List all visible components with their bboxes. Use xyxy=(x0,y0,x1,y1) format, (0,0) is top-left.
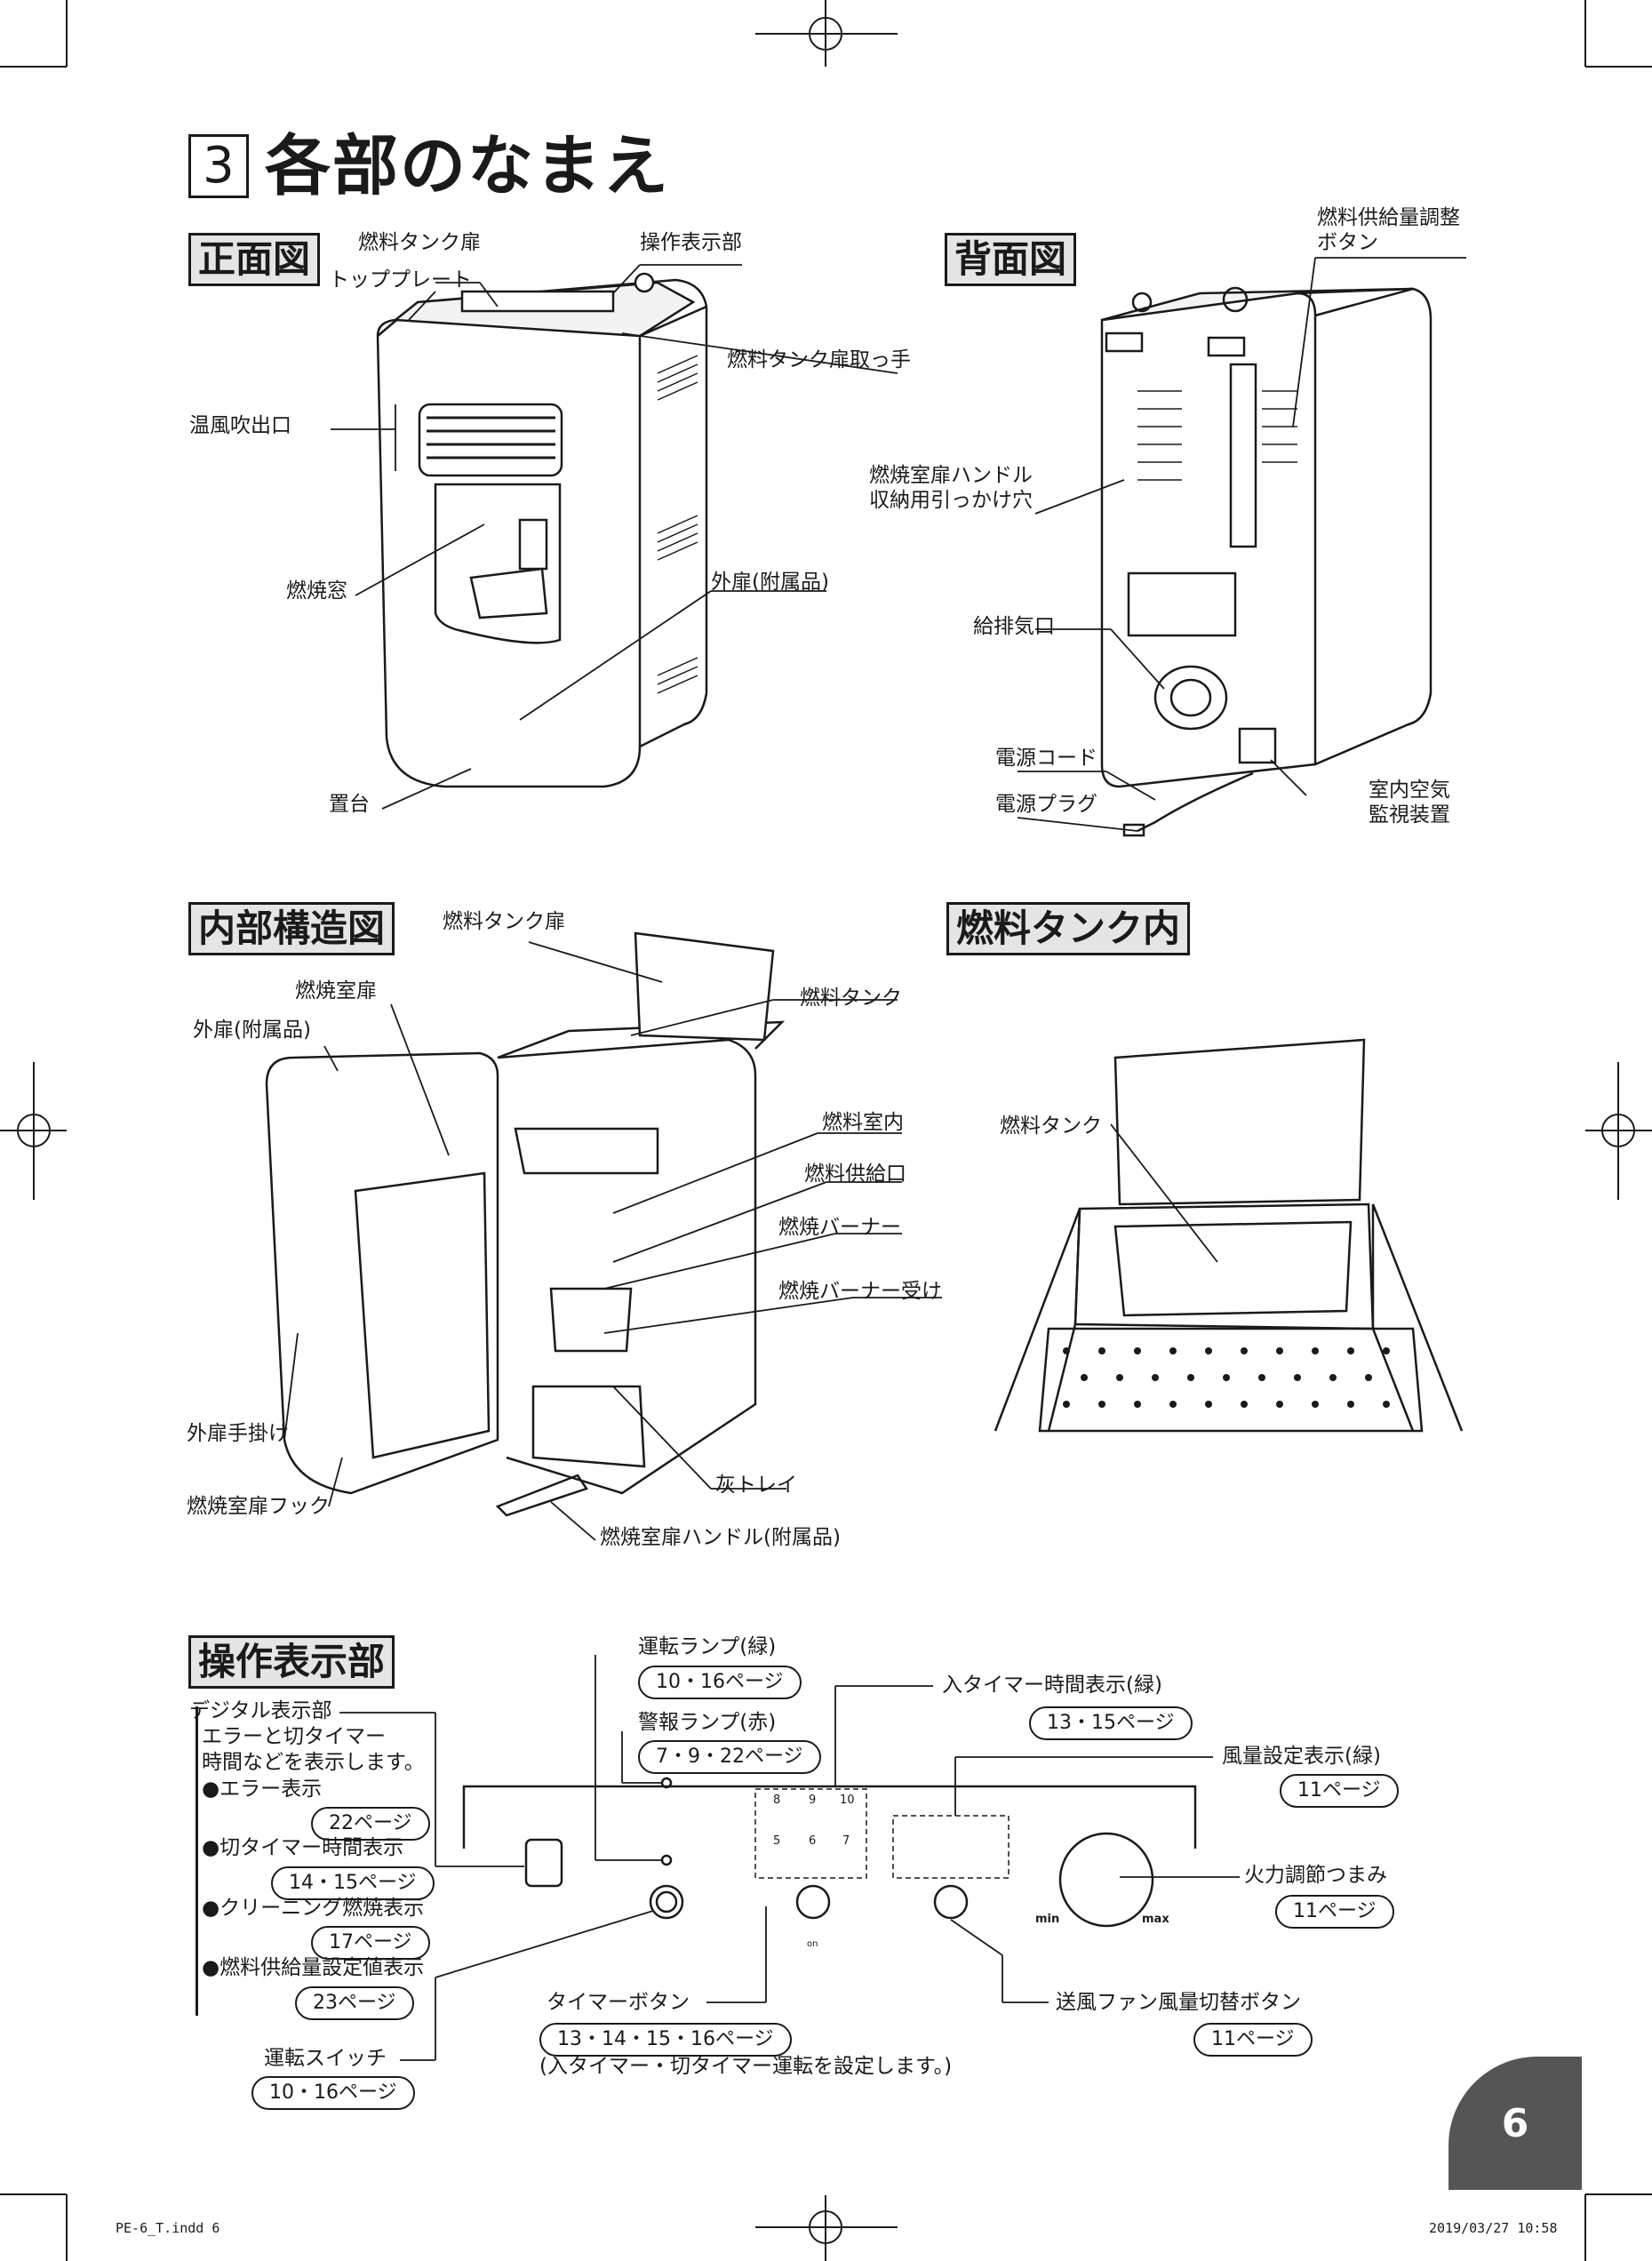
label-tank-inside: 燃料タンク xyxy=(1000,1115,1102,1138)
registration-mark-top xyxy=(755,0,898,67)
label-internal-tank-door: 燃料タンク扉 xyxy=(443,910,565,933)
label-fan-display: 風量設定表示(緑) xyxy=(1222,1745,1381,1768)
label-error-display: ●エラー表示 xyxy=(202,1778,323,1801)
section-number: 3 xyxy=(188,134,249,198)
label-chamber: 燃料室内 xyxy=(822,1111,904,1134)
registration-mark-right xyxy=(1585,1062,1652,1200)
page-ref-on-timer: 13・15ページ xyxy=(1029,1706,1193,1740)
label-front-tank-door: 燃料タンク扉 xyxy=(358,231,481,254)
knob-max: max xyxy=(1142,1913,1169,1926)
internal-view-stove xyxy=(265,931,786,1517)
label-power-plug: 電源プラグ xyxy=(995,793,1097,816)
footer-date: 2019/03/27 10:58 xyxy=(1429,2220,1558,2236)
label-on-timer: 入タイマー時間表示(緑) xyxy=(942,1674,1162,1697)
label-timer-button: タイマーボタン xyxy=(547,1991,690,2014)
section-tank: 燃料タンク内 xyxy=(946,902,1191,956)
section-back: 背面図 xyxy=(945,233,1077,287)
label-cleaning: ●クリーニング燃焼表示 xyxy=(202,1897,425,1920)
registration-mark-left xyxy=(0,1062,67,1200)
label-chamber-handle: 燃焼室扉ハンドル(附属品) xyxy=(600,1526,841,1549)
page-ref-fan-button: 11ページ xyxy=(1193,2023,1313,2057)
label-air-monitor: 室内空気 監視装置 xyxy=(1369,779,1450,827)
page-ref-run-switch: 10・16ページ xyxy=(251,2076,415,2110)
label-power-cord: 電源コード xyxy=(995,747,1097,770)
page-ref-fan-display: 11ページ xyxy=(1280,1774,1399,1808)
front-view-stove xyxy=(376,272,708,788)
registration-mark-bottom xyxy=(755,2195,898,2261)
label-combustion-window: 燃焼窓 xyxy=(286,579,347,603)
page-ref-off-timer: 14・15ページ xyxy=(271,1866,435,1900)
label-chamber-hook: 燃焼室扉フック xyxy=(187,1495,330,1518)
label-chamber-door: 燃焼室扉 xyxy=(295,979,377,1003)
label-ash-tray: 灰トレイ xyxy=(715,1474,797,1497)
label-run-lamp: 運転ランプ(緑) xyxy=(638,1635,777,1658)
label-front-outer-door: 外扉(附属品) xyxy=(711,571,829,594)
label-tank-door-handle: 燃料タンク扉取っ手 xyxy=(727,348,911,372)
label-run-switch: 運転スイッチ xyxy=(264,2047,387,2070)
tank-interior-view xyxy=(994,1038,1464,1433)
page-ref-alarm-lamp: 7・9・22ページ xyxy=(638,1740,821,1774)
page-ref-error: 22ページ xyxy=(311,1807,430,1841)
label-timer-note: (入タイマー・切タイマー運転を設定します。) xyxy=(539,2055,953,2078)
page-number-tab: 6 xyxy=(1448,2057,1582,2190)
page-ref-fuel-set: 23ページ xyxy=(295,1986,414,2020)
page-ref-cleaning: 17ページ xyxy=(311,1926,430,1960)
footer-file: PE-6_T.indd 6 xyxy=(116,2220,220,2236)
num-6: 6 xyxy=(809,1834,817,1848)
label-warm-air-outlet: 温風吹出口 xyxy=(189,414,291,437)
label-burner-tray: 燃焼バーナー受け xyxy=(778,1280,942,1303)
label-front-control-panel: 操作表示部 xyxy=(640,231,742,254)
num-5: 5 xyxy=(773,1834,781,1848)
label-outer-grip: 外扉手掛け xyxy=(187,1422,289,1445)
knob-min: min xyxy=(1035,1913,1060,1926)
control-panel-drawing xyxy=(462,1777,1197,1928)
label-internal-outer-door: 外扉(附属品) xyxy=(193,1019,311,1042)
digital-desc-1: エラーと切タイマー xyxy=(202,1725,386,1748)
page-ref-flame-knob: 11ページ xyxy=(1275,1895,1394,1929)
title-text: 各部のなまえ xyxy=(265,128,670,204)
label-handle-hook: 燃焼室扉ハンドル 収納用引っかけ穴 xyxy=(869,464,1033,512)
num-7: 7 xyxy=(842,1834,850,1848)
section-front: 正面図 xyxy=(188,233,321,287)
page-title: 3 各部のなまえ xyxy=(188,133,670,199)
label-alarm-lamp: 警報ランプ(赤) xyxy=(638,1711,777,1734)
num-9: 9 xyxy=(809,1794,817,1807)
page-ref-run-lamp: 10・16ページ xyxy=(638,1666,802,1699)
label-fuel-supply-button: 燃料供給量調整 ボタン xyxy=(1317,206,1460,254)
section-internal: 内部構造図 xyxy=(188,902,395,956)
label-fuel-set: ●燃料供給量設定値表示 xyxy=(202,1956,425,1979)
leader-lines xyxy=(283,257,1466,2061)
label-base: 置台 xyxy=(329,793,370,816)
num-8: 8 xyxy=(773,1794,781,1807)
label-exhaust: 給排気口 xyxy=(973,615,1055,638)
label-supply-port: 燃料供給口 xyxy=(804,1162,906,1186)
digital-desc-2: 時間などを表示します。 xyxy=(202,1751,425,1774)
label-flame-knob: 火力調節つまみ xyxy=(1244,1864,1387,1887)
label-internal-tank: 燃料タンク xyxy=(800,987,902,1010)
timer-on-mark: on xyxy=(807,1939,818,1949)
label-digital: デジタル表示部 xyxy=(189,1699,332,1722)
back-view-stove xyxy=(1100,286,1433,837)
label-fan-button: 送風ファン風量切替ボタン xyxy=(1056,1991,1301,2014)
label-top-plate: トッププレート xyxy=(329,268,472,292)
num-10: 10 xyxy=(840,1794,855,1807)
digital-display-bracket xyxy=(196,1706,429,2016)
page-ref-timer-button: 13・14・15・16ページ xyxy=(539,2023,792,2057)
label-off-timer: ●切タイマー時間表示 xyxy=(202,1836,404,1859)
label-burner: 燃焼バーナー xyxy=(778,1216,901,1239)
section-panel: 操作表示部 xyxy=(188,1635,395,1690)
